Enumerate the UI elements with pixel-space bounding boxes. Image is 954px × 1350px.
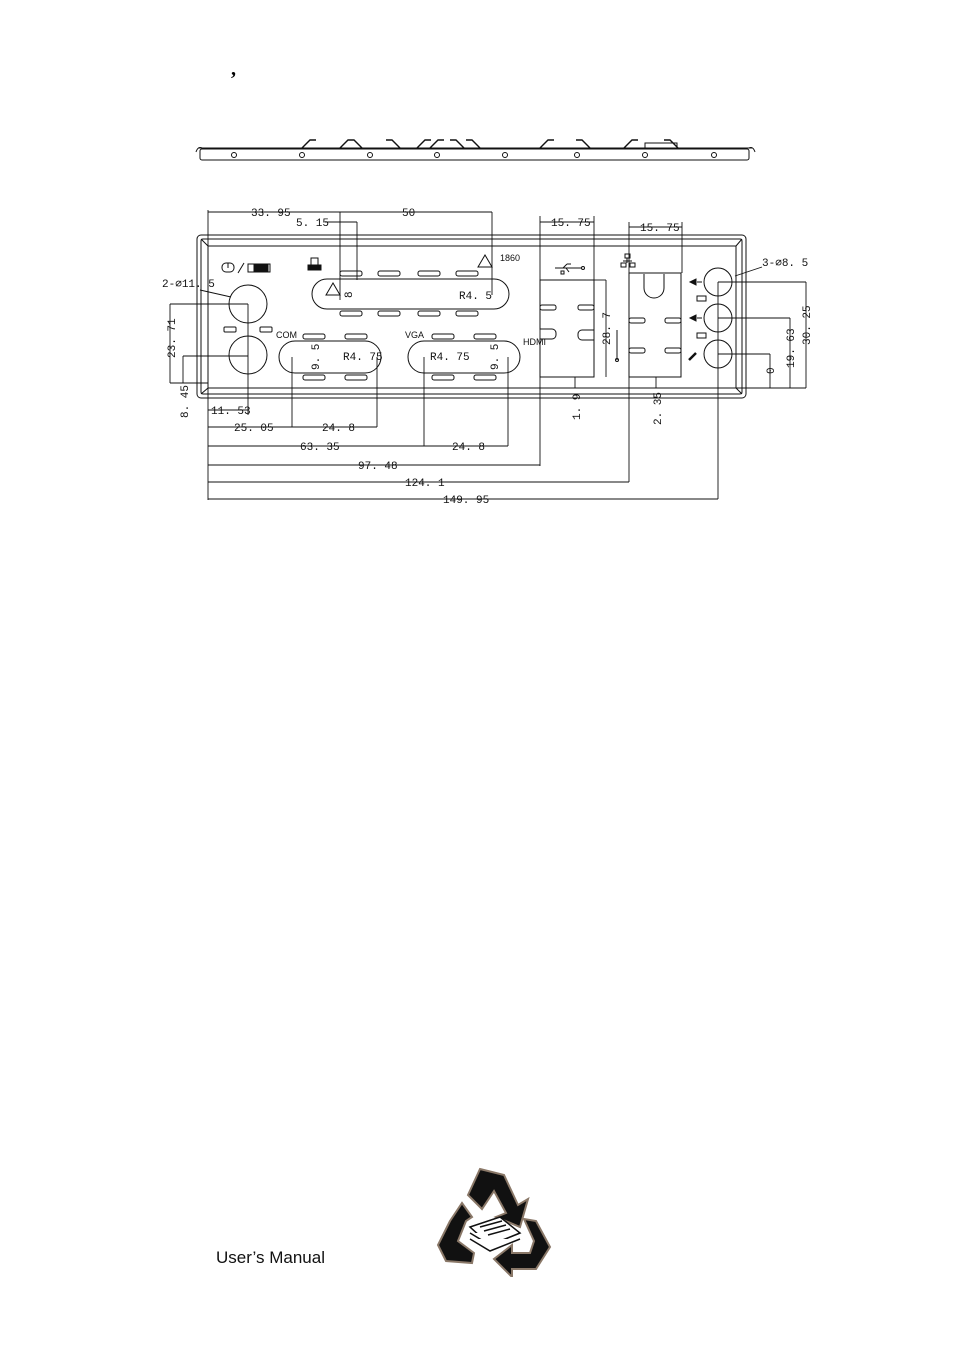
- com-label: COM: [276, 330, 297, 340]
- usb-icon-vertical: [615, 330, 619, 362]
- dim-8: 8: [344, 291, 356, 298]
- dim-2-35: 2. 35: [653, 392, 665, 425]
- dim-50: 50: [402, 208, 415, 220]
- stray-comma-mark: ,: [231, 58, 236, 80]
- dim-30-25: 30. 25: [802, 305, 814, 345]
- dim-r4-5: R4. 5: [459, 291, 492, 303]
- dim-5-15: 5. 15: [296, 218, 329, 230]
- dim-r4-75-vga: R4. 75: [430, 352, 470, 364]
- dim-25-05: 25. 05: [234, 423, 274, 435]
- dim-3-dia-8-5: 3-⌀8. 5: [762, 258, 808, 270]
- microphone-icon: [688, 352, 697, 361]
- dim-97-48: 97. 48: [358, 461, 398, 473]
- dim-8-45: 8. 45: [180, 385, 192, 418]
- dim-0: 0: [766, 367, 778, 374]
- dim-r4-75-com: R4. 75: [343, 352, 383, 364]
- line-out-icon: [688, 314, 702, 322]
- dim-11-53: 11. 53: [211, 406, 251, 418]
- dim-24-8-a: 24. 8: [322, 423, 355, 435]
- lan-usb-cutout: [628, 272, 682, 378]
- dim-23-71: 23. 71: [167, 318, 179, 358]
- dim-2-dia-11-5: 2-⌀11. 5: [162, 279, 215, 291]
- vga-label: VGA: [405, 330, 424, 340]
- newspaper-stack-icon: [468, 1216, 522, 1252]
- mouse-keyboard-icon: [221, 262, 271, 274]
- footer-label: User’s Manual: [216, 1248, 325, 1267]
- parallel-port-cutout: [311, 270, 510, 317]
- dimension-lines: [169, 210, 807, 500]
- printer-icon: [307, 257, 322, 271]
- part-number-label: 1860: [500, 253, 520, 263]
- dim-24-8-b: 24. 8: [452, 442, 485, 454]
- dim-9-5-com: 9. 5: [311, 344, 323, 370]
- line-in-icon: [688, 278, 702, 286]
- dim-63-35: 63. 35: [300, 442, 340, 454]
- dim-33-95: 33. 95: [251, 208, 291, 220]
- dim-149-95: 149. 95: [443, 495, 489, 507]
- usb-hdmi-cutout: [539, 279, 595, 378]
- dim-15-75-usb: 15. 75: [551, 218, 591, 230]
- dim-15-75-lan: 15. 75: [640, 223, 680, 235]
- network-icon: [620, 253, 636, 268]
- dim-124-1: 124. 1: [405, 478, 445, 490]
- io-shield-side-view: [195, 139, 756, 161]
- dimension-labels: 33. 95 50 5. 15 15. 75 15. 75 2-⌀11. 5 3…: [162, 208, 814, 507]
- vga-port-cutout: [407, 333, 521, 381]
- hdmi-label: HDMI: [523, 337, 546, 347]
- com-port-cutout: [278, 333, 382, 381]
- usb-icon: [555, 263, 585, 275]
- dim-19-63: 19. 63: [786, 328, 798, 368]
- warning-triangle-icon: [325, 254, 493, 296]
- io-shield-front-view: [196, 234, 747, 399]
- dim-1-9: 1. 9: [572, 394, 584, 420]
- dim-28-7: 28. 7: [602, 312, 614, 345]
- recycle-icon: [436, 1167, 552, 1277]
- dim-9-5-vga: 9. 5: [490, 344, 502, 370]
